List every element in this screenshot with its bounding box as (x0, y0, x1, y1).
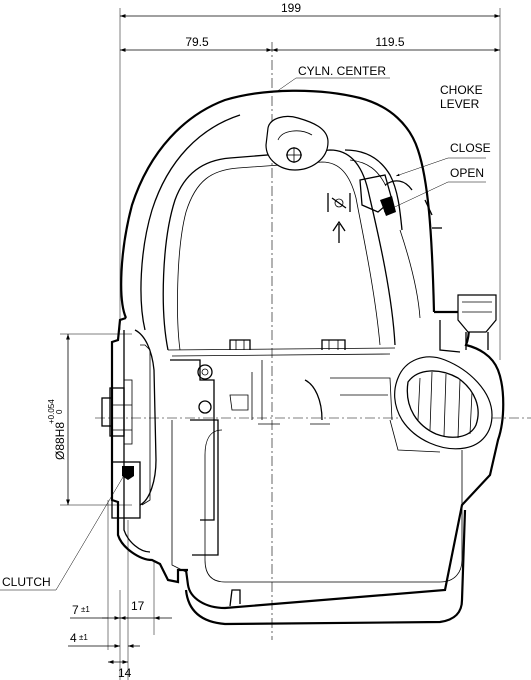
fuel-tank (184, 509, 467, 626)
dim-overall-width: 199 (281, 1, 301, 15)
choke-symbol (327, 193, 351, 243)
dim-left-to-center: 79.5 (185, 35, 209, 49)
dim-4-value: 4 (70, 631, 77, 645)
label-cyln-center: CYLN. CENTER (298, 64, 386, 78)
dim-17: 17 (131, 599, 145, 613)
dim-center-to-right: 119.5 (375, 35, 404, 49)
label-choke-lever-2: LEVER (440, 97, 480, 111)
dim-14: 14 (118, 666, 132, 680)
clutch-mark (122, 466, 134, 480)
dim-4-tol: ±1 (79, 633, 88, 642)
starter-grip (457, 294, 497, 350)
dim-7-tol: ±1 (81, 605, 90, 614)
extension-lines (60, 8, 501, 680)
bore-tol-lower: 0 (55, 409, 64, 414)
text-labels: 199 79.5 119.5 CYLN. CENTER CHOKE LEVER … (2, 1, 491, 680)
bore-tol-upper: +0.054 (47, 399, 56, 424)
dim-7-value: 7 (72, 603, 79, 617)
engine-outline (101, 89, 505, 626)
label-open: OPEN (450, 166, 484, 180)
dimension-lines (66, 14, 500, 664)
label-choke-lever-1: CHOKE (440, 83, 483, 97)
fuel-cap (394, 356, 493, 450)
leader-lines (0, 77, 486, 591)
label-clutch: CLUTCH (2, 575, 51, 589)
label-close: CLOSE (450, 141, 491, 155)
fan-cover (120, 89, 436, 319)
bore-diameter: Ø88H8 (53, 422, 67, 460)
top-knob (265, 115, 329, 171)
